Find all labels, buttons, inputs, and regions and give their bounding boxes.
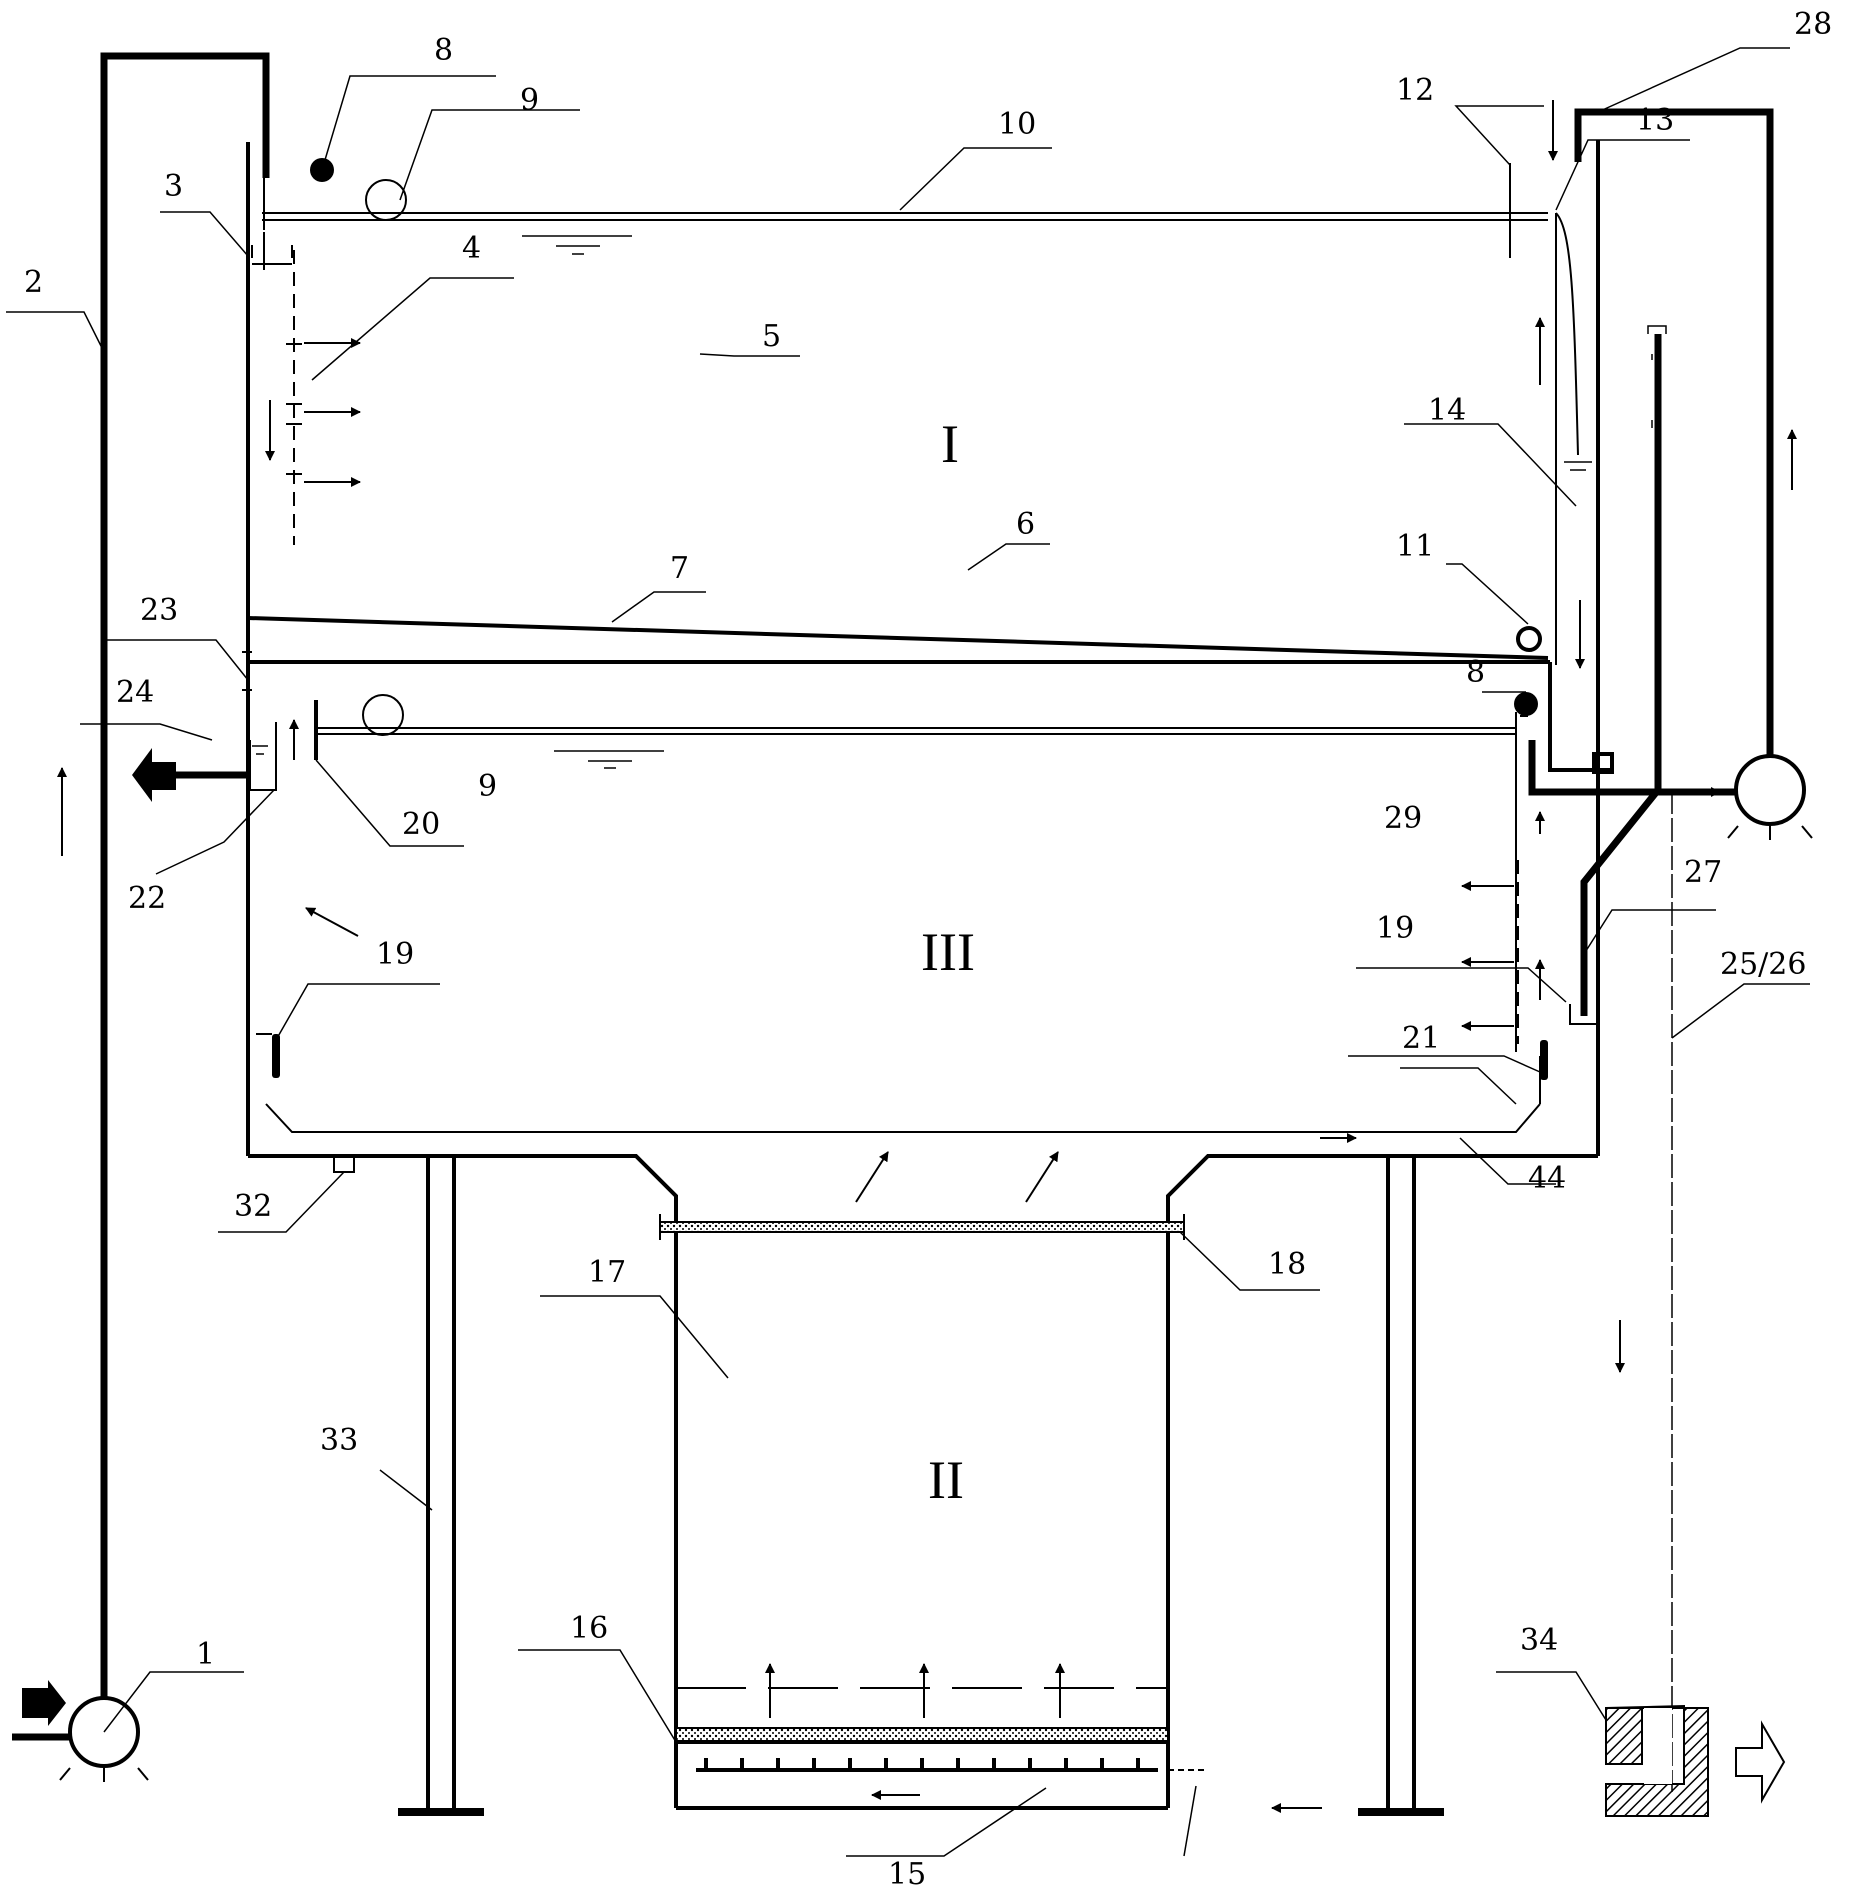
label-25-26: 25/26: [1720, 947, 1806, 982]
inlet-arrow-icon: [22, 1680, 66, 1726]
label-2: 2: [24, 265, 43, 300]
zone-II-label: II: [928, 1450, 964, 1510]
return-pipe-28: [1574, 108, 1774, 756]
feed-pipe: [100, 52, 270, 1698]
label-28: 28: [1794, 7, 1832, 42]
label-33: 33: [320, 1423, 358, 1458]
label-32: 32: [234, 1189, 272, 1224]
label-9-top: 9: [520, 83, 539, 118]
outflow-arrow-icon: [1735, 1720, 1786, 1804]
label-27: 27: [1684, 855, 1722, 890]
output-tank-34: [1605, 1704, 1709, 1817]
label-3: 3: [164, 169, 183, 204]
label-16: 16: [570, 1611, 608, 1646]
support-legs: [398, 1154, 1444, 1816]
label-24: 24: [116, 675, 154, 710]
drain-32: [333, 1155, 355, 1173]
sensor-8-mid: [1514, 692, 1538, 716]
label-7: 7: [670, 551, 689, 586]
label-4: 4: [462, 231, 481, 266]
label-17: 17: [588, 1255, 626, 1290]
label-18: 18: [1268, 1247, 1306, 1282]
zone-III-label: III: [921, 922, 975, 982]
label-29: 29: [1384, 801, 1422, 836]
leader-lines: [6, 47, 1810, 1857]
label-13: 13: [1636, 103, 1674, 138]
label-21: 21: [1402, 1021, 1440, 1056]
sludge-pipe-27: [1580, 334, 1662, 1016]
label-8-top: 8: [434, 33, 453, 68]
zone-I-label: I: [941, 414, 959, 474]
label-23: 23: [140, 593, 178, 628]
zone-II: [659, 1214, 1204, 1810]
label-22: 22: [128, 881, 166, 916]
label-10: 10: [998, 107, 1036, 142]
zone-III: [170, 651, 1548, 1080]
main-tank: [246, 142, 1600, 1227]
label-8-mid: 8: [1466, 655, 1485, 690]
label-11: 11: [1396, 529, 1434, 564]
label-15: 15: [888, 1857, 926, 1892]
label-14: 14: [1428, 393, 1466, 428]
outlet-arrow-icon: [132, 748, 176, 802]
label-12: 12: [1396, 73, 1434, 108]
label-1: 1: [196, 1637, 215, 1672]
zone-I: [247, 150, 1550, 664]
label-19-right: 19: [1376, 911, 1414, 946]
label-44: 44: [1528, 1161, 1566, 1196]
label-20: 20: [402, 807, 440, 842]
label-6: 6: [1016, 507, 1035, 542]
label-9-mid: 9: [478, 769, 497, 804]
right-channel: [1535, 140, 1614, 1020]
label-5: 5: [762, 319, 781, 354]
float-9-top: [365, 179, 407, 221]
label-19-left: 19: [376, 937, 414, 972]
label-34: 34: [1520, 1623, 1558, 1658]
circulating-pump: [1727, 754, 1813, 840]
float-9-mid: [362, 694, 404, 736]
